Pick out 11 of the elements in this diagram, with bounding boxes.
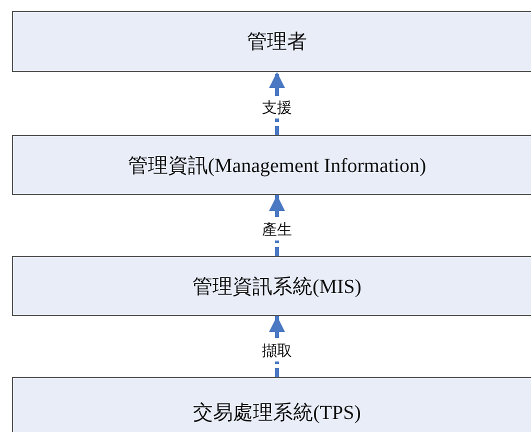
- edge-label: 擷取: [260, 340, 294, 361]
- edge-label: 產生: [260, 219, 294, 240]
- box-label: 管理資訊(Management Information): [128, 154, 426, 178]
- box-label: 管理者: [247, 30, 307, 55]
- process-box: [12, 135, 531, 195]
- process-box: [12, 11, 531, 72]
- box-label: 管理資訊系統(MIS): [192, 274, 362, 300]
- edge-label: 支援: [260, 97, 294, 118]
- box-label: 交易處理系統(TPS): [193, 400, 361, 426]
- process-box: [12, 377, 531, 432]
- process-box: [12, 256, 531, 316]
